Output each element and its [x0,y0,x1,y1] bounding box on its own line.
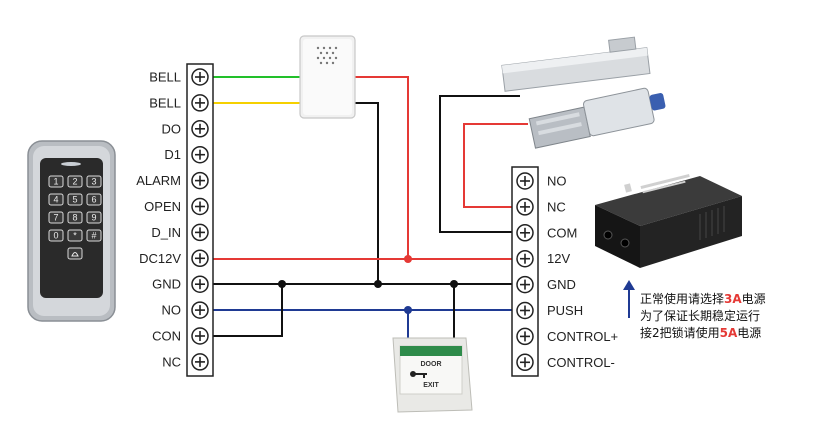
right-terminal-label: NC [547,199,566,214]
keypad-key [67,175,83,188]
wire-con-black [212,284,283,337]
right-terminal-screw [516,198,534,216]
keypad-reader: 1 2 3 4 5 6 7 8 9 0 * # [27,140,116,322]
left-terminal-label: ALARM [136,173,181,188]
left-terminal-screw [191,275,209,293]
right-terminal-label: 12V [547,251,570,266]
left-terminal-label: NC [162,354,181,369]
keypad-key [67,229,83,242]
keypad-key-label: 5 [72,195,77,205]
left-terminal-label: GND [152,277,181,292]
power-supply-unit [595,173,742,268]
left-terminal-label: OPEN [144,199,181,214]
junction-dot [450,280,458,288]
left-terminal-label: DC12V [139,251,181,266]
note-line-1: 正常使用请选择3A电源 [640,291,766,306]
keypad-key-label: 2 [72,177,77,187]
junction-dot [404,306,412,314]
right-terminal-screw [516,353,534,372]
left-terminal-label: DO [162,121,182,136]
right-terminal-screw [516,301,534,320]
left-terminal-screw [191,223,209,242]
right-terminal-screw [516,275,534,294]
power-note: 正常使用请选择3A电源 为了保证长期稳定运行 接2把锁请使用5A电源 [623,280,766,340]
left-terminal-screw [191,249,209,268]
left-terminal-screw [191,327,209,345]
wire-lock-black [439,95,520,233]
right-terminal-label: GND [547,277,576,292]
note-line-3: 接2把锁请使用5A电源 [640,325,761,340]
exit-button-device: DOOR EXIT [392,337,473,413]
note-line-2: 为了保证长期稳定运行 [640,308,760,323]
wire-bell-black [355,102,379,284]
left-terminal-label: D_IN [151,225,181,240]
left-terminal-screw [191,171,209,190]
keypad-key-label: 0 [53,231,58,241]
left-terminal-label: CON [152,329,181,344]
left-terminal-label: NO [162,303,182,318]
keypad-keys: 1 2 3 4 5 6 7 8 9 0 * # [48,175,102,260]
keypad-key-label: 1 [53,177,58,187]
left-terminal-label: BELL [149,70,181,85]
keypad-key [86,211,102,224]
wire-bell-red [355,76,409,259]
keypad-key [67,211,83,224]
keypad-key [86,175,102,188]
left-terminal-screw [191,94,209,112]
right-terminal-label: CONTROL+ [547,329,618,344]
right-terminal-label: CONTROL- [547,355,615,370]
left-terminal-label: D1 [164,147,181,162]
keypad-key-label: 6 [91,195,96,205]
magnetic-lock [501,36,651,92]
right-terminal-screw [516,249,534,268]
exit-door-text: DOOR [421,361,442,368]
left-terminal-screw [191,145,209,164]
bolt-lock [528,87,666,149]
right-terminal-screw [516,224,534,242]
left-terminal-screw [191,68,209,86]
junction-dot [278,280,286,288]
left-terminal-screw [191,353,209,371]
right-terminal-strip: NO NC COM 12V GND PUSH CONTROL+ CONTROL- [511,166,618,377]
keypad-key-label: 3 [91,177,96,187]
wire-lock-red [463,123,528,208]
keypad-key [48,193,64,206]
left-terminal-screw [191,197,209,216]
keypad-key-label: # [91,231,96,241]
junction-dot [404,255,412,263]
key-icon [410,371,427,378]
left-terminal-label: BELL [149,95,181,110]
keypad-key-label: 7 [53,213,58,223]
bell-icon [71,252,79,257]
left-terminal-screw [191,301,209,319]
keypad-key [48,211,64,224]
keypad-key-label: 8 [72,213,77,223]
right-terminal-label: COM [547,225,577,240]
door-bell-device [299,35,356,119]
electric-locks [501,36,666,149]
right-terminal-screw [516,327,534,346]
right-terminal-label: PUSH [547,303,583,318]
junction-dot [374,280,382,288]
keypad-key-label: 4 [53,195,58,205]
keypad-key [48,175,64,188]
bell-key [67,247,83,260]
keypad-key [86,229,102,242]
keypad-key [86,193,102,206]
arrow-head [623,280,635,290]
keypad-key [67,193,83,206]
keypad-key [48,229,64,242]
right-terminal-screw [516,172,534,190]
keypad-key-label: * [73,231,77,241]
keypad-key-label: 9 [91,213,96,223]
right-terminal-label: NO [547,174,567,189]
exit-text: EXIT [423,382,439,389]
wires [212,76,528,338]
left-terminal-screw [191,120,209,138]
